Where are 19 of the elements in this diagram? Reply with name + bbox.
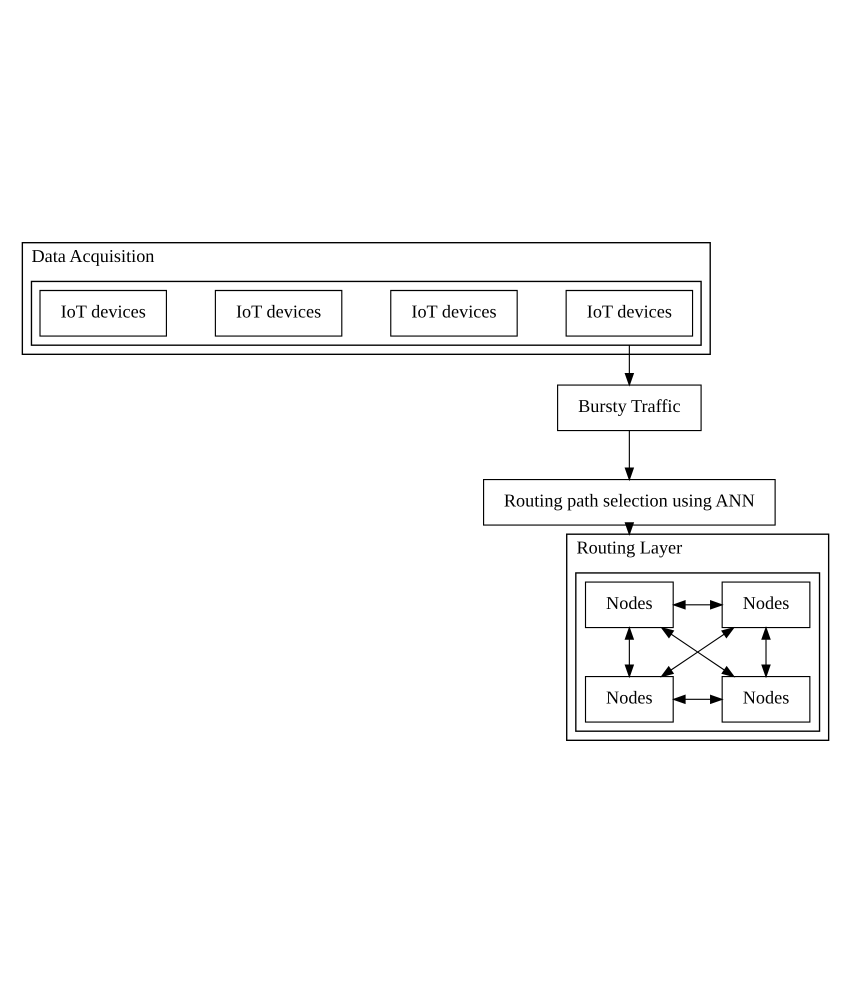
node-box: Bursty Traffic — [557, 384, 702, 431]
node-box: IoT devices — [214, 289, 342, 336]
node-box: Nodes — [722, 580, 810, 628]
arrow — [761, 626, 771, 678]
cluster — [30, 280, 702, 346]
node-box: Nodes — [722, 675, 810, 722]
node-box: Nodes — [584, 580, 674, 628]
arrow — [624, 522, 634, 536]
arrow — [672, 600, 724, 610]
node-box: IoT devices — [39, 289, 167, 336]
node-box: IoT devices — [566, 289, 694, 336]
arrow — [672, 694, 724, 704]
cluster — [575, 572, 820, 732]
arrow — [660, 626, 736, 677]
arrow — [624, 344, 634, 386]
arrow — [624, 430, 634, 481]
node-box: IoT devices — [390, 289, 518, 336]
node-box: Nodes — [584, 675, 674, 722]
arrow — [624, 626, 634, 678]
